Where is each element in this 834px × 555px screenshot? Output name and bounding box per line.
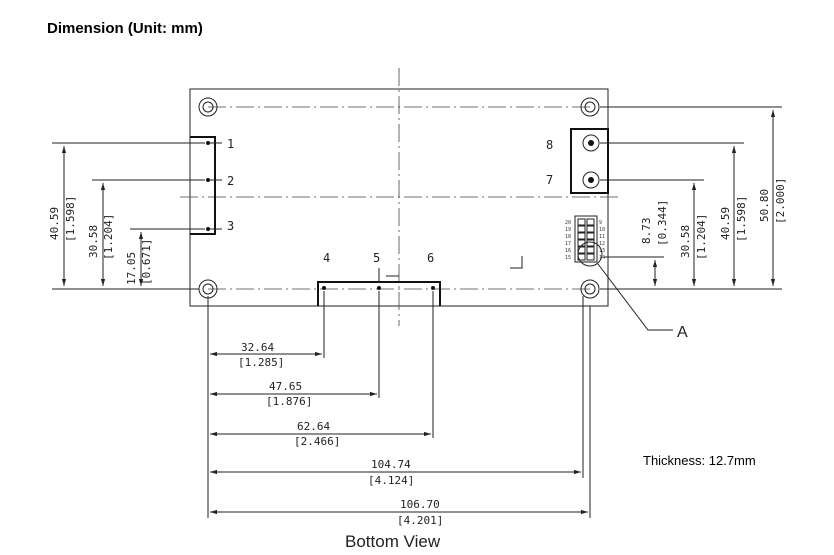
pin-label-17: 17	[565, 241, 571, 247]
pin-label-20: 20	[565, 220, 571, 226]
dim-left-40-59-mm: 40.59	[48, 207, 61, 240]
thickness-note: Thickness: 12.7mm	[643, 453, 756, 468]
dim-r-40-59-mm: 40.59	[719, 207, 732, 240]
dim-h-32-64-in: [1.285]	[238, 356, 284, 369]
mounting-hole-top-left	[198, 97, 218, 117]
dim-left-17-05-mm: 17.05	[125, 252, 138, 285]
pin-label-10: 10	[599, 227, 605, 233]
pin-label-11: 11	[599, 234, 605, 240]
dim-h-47-65-mm: 47.65	[269, 380, 302, 393]
callout-a-leader	[597, 263, 673, 331]
pin-label-18: 18	[565, 234, 571, 240]
callout-7: 7	[546, 173, 553, 187]
dim-h-62-64-mm: 62.64	[297, 420, 330, 433]
callout-6: 6	[427, 251, 434, 265]
dim-h-47-65-in: [1.876]	[266, 395, 312, 408]
dim-r-30-58-mm: 30.58	[679, 225, 692, 258]
dim-h-104-74-in: [4.124]	[368, 474, 414, 487]
dim-left-17-05-in: [0.671]	[140, 239, 153, 285]
pin-label-14: 14	[599, 255, 605, 261]
pin-label-16: 16	[565, 248, 571, 254]
connector-terminal-8	[582, 134, 600, 152]
diagram-title: Dimension (Unit: mm)	[47, 20, 203, 37]
dim-left-30-58-mm: 30.58	[87, 225, 100, 258]
pin-label-15: 15	[565, 255, 571, 261]
mounting-hole-top-right	[580, 97, 600, 117]
callout-4: 4	[323, 251, 330, 265]
dim-r-50-80-in: [2.000]	[774, 178, 787, 224]
dim-h-62-64-in: [2.466]	[294, 435, 340, 448]
dim-r-8-73-mm: 8.73	[640, 218, 653, 245]
callout-a: A	[677, 324, 688, 341]
callout-5: 5	[373, 251, 380, 265]
left-connector	[190, 136, 216, 235]
pin-label-12: 12	[599, 241, 605, 247]
callout-8: 8	[546, 138, 553, 152]
pin-label-13: 13	[599, 248, 605, 254]
dim-h-106-70-mm: 106.70	[400, 498, 440, 511]
dim-h-104-74-mm: 104.74	[371, 458, 411, 471]
pin-label-9: 9	[599, 220, 602, 226]
dim-r-40-59-in: [1.598]	[735, 196, 748, 242]
mounting-hole-bottom-right	[580, 279, 600, 299]
dim-r-30-58-in: [1.204]	[695, 214, 708, 260]
callout-3: 3	[227, 219, 234, 233]
callout-1: 1	[227, 137, 234, 151]
connector-terminal-7	[582, 171, 600, 189]
dim-left-30-58-in: [1.204]	[102, 214, 115, 260]
dim-left-40-59-in: [1.598]	[64, 196, 77, 242]
pin-header	[574, 215, 603, 267]
right-connector	[570, 128, 609, 194]
dim-h-106-70-in: [4.201]	[397, 514, 443, 527]
dim-h-32-64-mm: 32.64	[241, 341, 274, 354]
pin-label-19: 19	[565, 227, 571, 233]
dim-r-8-73-in: [0.344]	[656, 200, 669, 246]
view-caption: Bottom View	[345, 532, 441, 551]
dim-r-50-80-mm: 50.80	[758, 189, 771, 222]
callout-2: 2	[227, 174, 234, 188]
